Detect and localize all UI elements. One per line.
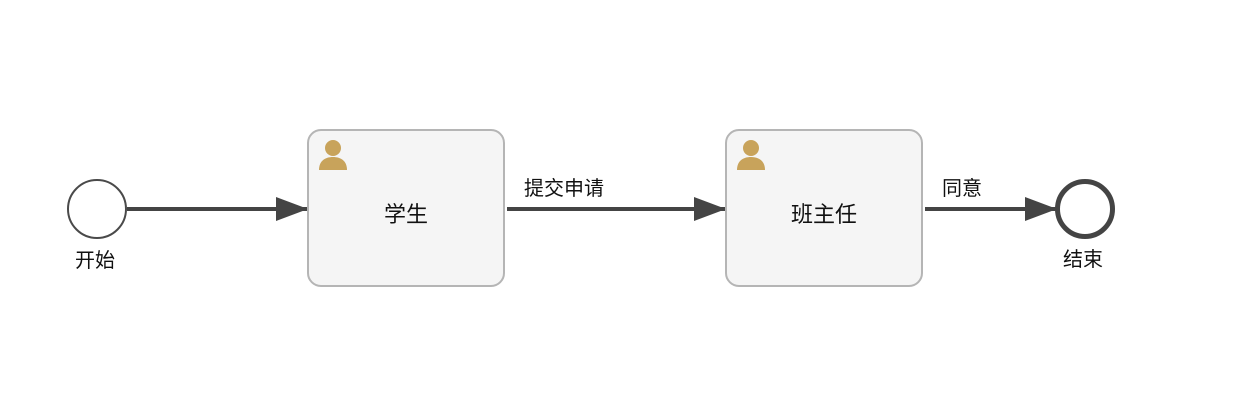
start-event-label: 开始 xyxy=(75,248,115,272)
task-head-teacher[interactable]: 班主任 xyxy=(725,129,923,287)
end-event-label: 结束 xyxy=(1063,247,1103,271)
task-label: 班主任 xyxy=(790,203,857,228)
task-student[interactable]: 学生 xyxy=(307,129,505,287)
user-icon xyxy=(319,140,347,170)
flow-label-approve: 同意 xyxy=(942,176,982,200)
flow-label-submit: 提交申请 xyxy=(524,176,604,200)
start-event[interactable] xyxy=(67,179,127,239)
task-label: 学生 xyxy=(383,203,428,228)
user-icon xyxy=(737,140,765,170)
end-event[interactable] xyxy=(1055,179,1115,239)
